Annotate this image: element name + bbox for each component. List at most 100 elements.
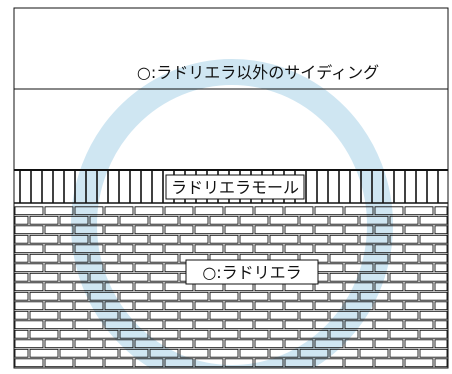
brick <box>134 225 164 235</box>
brick <box>179 310 209 320</box>
brick <box>254 358 284 368</box>
brick <box>254 301 284 311</box>
brick <box>434 320 448 330</box>
brick <box>419 291 448 301</box>
brick <box>134 206 164 216</box>
brick <box>134 320 164 330</box>
brick <box>14 291 29 301</box>
brick <box>434 339 448 349</box>
brick <box>299 215 329 225</box>
brick <box>404 282 434 292</box>
brick <box>254 320 284 330</box>
brick <box>194 358 224 368</box>
brick <box>374 320 404 330</box>
lower-region-label-group: ○:ラドリエラ <box>185 259 319 285</box>
brick <box>74 225 104 235</box>
brick <box>14 225 44 235</box>
brick <box>44 339 74 349</box>
brick <box>89 329 119 339</box>
ring-shape <box>71 59 393 368</box>
brick <box>374 244 404 254</box>
brick <box>434 263 448 273</box>
brick <box>224 358 254 368</box>
brick <box>119 310 149 320</box>
brick <box>149 291 179 301</box>
brick <box>239 215 269 225</box>
brick <box>14 282 44 292</box>
brick <box>434 282 448 292</box>
brick <box>194 320 224 330</box>
brick <box>59 348 89 358</box>
brick <box>224 320 254 330</box>
brick <box>269 310 299 320</box>
brick <box>299 310 329 320</box>
brick <box>224 206 254 216</box>
brick <box>44 358 74 368</box>
brick <box>419 272 448 282</box>
brick <box>44 263 74 273</box>
brick <box>14 244 44 254</box>
brick <box>224 339 254 349</box>
brick <box>104 282 134 292</box>
brick <box>29 215 59 225</box>
brick <box>434 301 448 311</box>
brick <box>14 301 44 311</box>
brick <box>74 206 104 216</box>
brick <box>104 244 134 254</box>
brick <box>194 301 224 311</box>
brick <box>284 320 314 330</box>
brick <box>44 244 74 254</box>
brick <box>269 234 299 244</box>
brick <box>344 339 374 349</box>
brick <box>44 301 74 311</box>
brick <box>344 263 374 273</box>
brick <box>194 225 224 235</box>
brick <box>104 358 134 368</box>
brick <box>59 329 89 339</box>
brick <box>344 358 374 368</box>
brick <box>389 253 419 263</box>
brick <box>29 234 59 244</box>
brick <box>149 253 179 263</box>
brick <box>134 339 164 349</box>
brick <box>224 244 254 254</box>
brick <box>119 234 149 244</box>
brick <box>149 348 179 358</box>
brick <box>389 310 419 320</box>
brick <box>194 339 224 349</box>
brick <box>329 291 359 301</box>
brick <box>89 272 119 282</box>
brick <box>104 225 134 235</box>
brick <box>209 234 239 244</box>
brick <box>14 358 44 368</box>
brick <box>164 225 194 235</box>
brick <box>14 234 29 244</box>
brick <box>404 358 434 368</box>
brick <box>329 234 359 244</box>
brick <box>104 301 134 311</box>
brick <box>164 244 194 254</box>
brick <box>299 234 329 244</box>
outer-frame <box>13 7 449 369</box>
brick <box>29 272 59 282</box>
brick <box>404 301 434 311</box>
brick <box>209 310 239 320</box>
brick <box>269 291 299 301</box>
brick <box>374 263 404 273</box>
brick <box>164 320 194 330</box>
brick <box>59 234 89 244</box>
brick <box>119 348 149 358</box>
brick <box>29 310 59 320</box>
brick <box>434 244 448 254</box>
brick <box>239 348 269 358</box>
brick <box>434 206 448 216</box>
brick <box>359 253 389 263</box>
brick <box>74 339 104 349</box>
brick <box>59 253 89 263</box>
brick <box>74 320 104 330</box>
brick <box>164 358 194 368</box>
brick <box>404 225 434 235</box>
brick <box>359 215 389 225</box>
brick <box>404 206 434 216</box>
brick <box>329 215 359 225</box>
